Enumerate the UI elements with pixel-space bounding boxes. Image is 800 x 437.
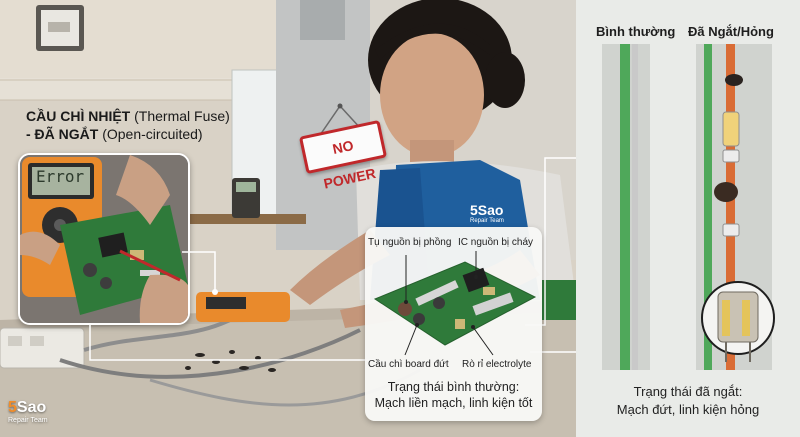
brand-logo: 5Sao Repair Team	[8, 400, 48, 425]
label-electrolyte-leak: Rò rỉ electrolyte	[462, 359, 532, 370]
callout-line-1-rest: (Thermal Fuse)	[134, 108, 230, 124]
vest-logo-sub: Repair Team	[470, 218, 504, 224]
board-caption-line-2: Mạch liền mạch, linh kiện tốt	[374, 396, 533, 410]
callout-line-2: - ĐÃ NGẮT (Open-circuited)	[26, 125, 230, 143]
brand-name-rest: Sao	[16, 399, 47, 416]
comparison-panel: Bình thường Đã Ngắt/Hỏng Trạng thái đã n…	[576, 0, 800, 437]
board-state-card: Tụ nguồn bị phồng IC nguồn bị cháy Cầu c…	[365, 227, 542, 421]
callout-line-1: CẦU CHÌ NHIỆT (Thermal Fuse)	[26, 107, 230, 125]
heading-broken: Đã Ngắt/Hỏng	[688, 24, 774, 39]
vest-logo: 5Sao Repair Team	[470, 203, 504, 225]
thermal-fuse-callout: CẦU CHÌ NHIỆT (Thermal Fuse) - ĐÃ NGẮT (…	[26, 107, 230, 143]
board-caption-line-1: Trạng thái bình thường:	[387, 380, 520, 394]
brand-name-prefix: 5	[8, 399, 17, 416]
callout-line-2-bold: - ĐÃ NGẮT	[26, 126, 99, 142]
brand-name: 5Sao	[8, 400, 48, 416]
callout-line-1-bold: CẦU CHÌ NHIỆT	[26, 108, 131, 124]
pcb-illustration	[373, 251, 537, 356]
inset-multimeter-closeup: Error	[18, 153, 190, 325]
brand-tagline: Repair Team	[8, 417, 48, 424]
broken-caption-line-1: Trạng thái đã ngắt:	[633, 384, 743, 399]
vest-logo-text: 5Sao	[470, 202, 504, 218]
wire-comparison-illustration	[602, 44, 775, 370]
heading-normal: Bình thường	[596, 24, 676, 39]
multimeter-display: Error	[36, 167, 85, 186]
callout-line-2-rest: (Open-circuited)	[102, 126, 203, 142]
broken-caption-line-2: Mạch đứt, linh kiện hỏng	[616, 402, 760, 417]
label-cap-bulge: Tụ nguồn bị phồng	[368, 237, 452, 248]
inset-illustration	[20, 155, 188, 323]
label-fuse-broken: Cầu chì board đứt	[368, 359, 449, 370]
label-ic-burnt: IC nguồn bị cháy	[458, 237, 534, 248]
sign-string	[317, 103, 363, 139]
